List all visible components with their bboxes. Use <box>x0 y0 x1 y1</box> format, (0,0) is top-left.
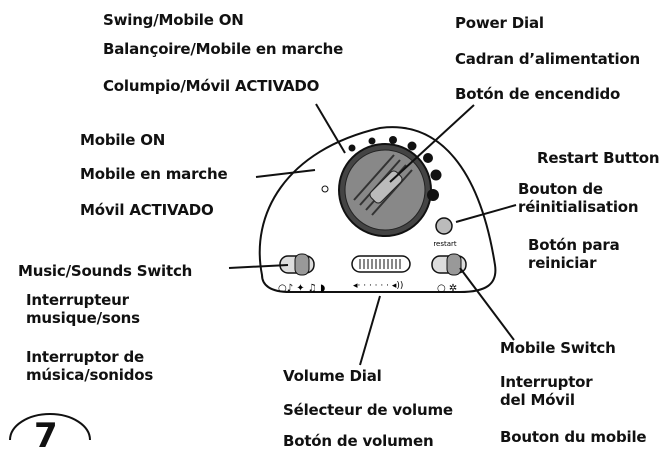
mobile-switch-icons: ○ ✲ <box>437 283 457 294</box>
power-dial-label-es: Botón de encendido <box>455 85 621 103</box>
restart-button-label-fr: Bouton de réinitialisation <box>518 180 639 216</box>
mobile-switch-label-en: Mobile Switch <box>500 339 616 357</box>
volume-dial-label-es: Botón de volumen <box>283 432 434 450</box>
volume-scale-icons: ◂· · · · · · ◂)) <box>353 281 403 291</box>
music-sounds-switch-label-fr: Interrupteur musique/sons <box>26 291 140 327</box>
restart-button-label-es: Botón para reiniciar <box>528 236 620 272</box>
music-sounds-switch-label-en: Music/Sounds Switch <box>18 262 193 280</box>
volume-dial-label-fr: Sélecteur de volume <box>283 401 453 419</box>
swing-mobile-on-label-fr: Balançoire/Mobile en marche <box>103 40 344 58</box>
volume-dial[interactable] <box>351 255 411 273</box>
volume-dial-label-en: Volume Dial <box>283 367 382 385</box>
music-sounds-switch-label-es: Interruptor de música/sonidos <box>26 348 154 384</box>
mobile-switch-label-es: Interruptor del Móvil <box>500 373 593 409</box>
page-number-circle <box>9 413 91 441</box>
leader-lines <box>228 103 517 366</box>
swing-mobile-on-label-es: Columpio/Móvil ACTIVADO <box>103 77 320 95</box>
mobile-on-label-fr: Mobile en marche <box>80 165 228 183</box>
restart-button-text: restart <box>433 240 457 248</box>
power-dial-label-en: Power Dial <box>455 14 544 32</box>
music-sounds-icons: ○♪ ✦ ♫ ◗ <box>278 283 325 294</box>
mobile-on-label-es: Móvil ACTIVADO <box>80 201 214 219</box>
power-setting-dots <box>348 136 442 201</box>
volume-dial-grip <box>359 259 401 269</box>
restart-button[interactable] <box>435 217 453 235</box>
mobile-on-indicator <box>321 185 329 193</box>
page-number: 7 <box>34 416 58 456</box>
power-dial-label-fr: Cadran d’alimentation <box>455 50 640 68</box>
swing-mobile-on-label-en: Swing/Mobile ON <box>103 11 244 29</box>
restart-button-label-en: Restart Button <box>537 149 660 167</box>
mobile-switch-label-fr: Bouton du mobile <box>500 428 647 446</box>
mobile-on-label-en: Mobile ON <box>80 131 166 149</box>
